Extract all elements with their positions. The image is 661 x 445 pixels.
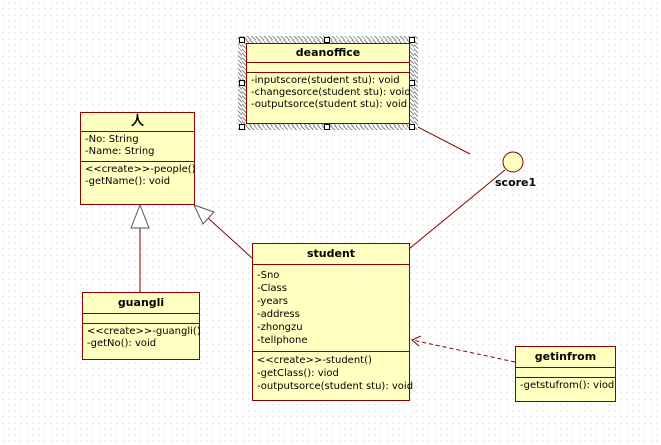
operation: -getNo(): void: [87, 338, 157, 349]
operation: <<create>>-people(): [85, 164, 196, 175]
resize-handle-ne[interactable]: [409, 37, 415, 43]
operations-section: -inputscore(student stu): void -changeso…: [247, 73, 411, 114]
class-guangli[interactable]: guangli <<create>>-guangli() -getNo(): v…: [82, 292, 201, 360]
attributes-section: -Sno -Class -years -address -zhongzu -te…: [253, 265, 409, 352]
resize-handle-nw[interactable]: [239, 37, 245, 43]
operation: -getClass(): viod: [257, 368, 339, 379]
student-generalization-line[interactable]: [207, 217, 253, 259]
attribute: -Class: [257, 283, 287, 294]
operation: -getstufrom(): viod: [520, 380, 615, 391]
attribute: -No: String: [85, 134, 139, 145]
attributes-section: [247, 63, 409, 73]
class-name: getinfrom: [516, 347, 615, 368]
operations-section: <<create>>-student() -getClass(): viod -…: [253, 352, 414, 396]
operation: <<create>>-guangli(): [87, 326, 201, 337]
class-ren[interactable]: 人 -No: String -Name: String <<create>>-p…: [80, 112, 196, 205]
student-generalization-arrow: [193, 204, 215, 225]
getinfrom-dependency-line[interactable]: [411, 339, 516, 363]
getinfrom-dependency-arrowhead: [411, 335, 422, 347]
class-getinfrom[interactable]: getinfrom -getstufrom(): viod: [515, 346, 616, 402]
class-name: 人: [81, 113, 194, 132]
resize-handle-s[interactable]: [324, 124, 330, 130]
attributes-section: [516, 368, 615, 378]
student-score-link[interactable]: [397, 169, 506, 259]
class-name: guangli: [83, 293, 199, 314]
guangli-generalization-arrow: [130, 203, 150, 229]
operations-section: <<create>>-people() -getName(): void: [81, 162, 196, 191]
attribute: -zhongzu: [257, 322, 303, 333]
attribute: -Name: String: [85, 146, 155, 157]
resize-handle-sw[interactable]: [239, 124, 245, 130]
resize-handle-w[interactable]: [239, 80, 245, 86]
operations-section: <<create>>-guangli() -getNo(): void: [83, 324, 201, 353]
operation: -outputsorce(student stu): void: [251, 99, 408, 110]
attribute: -Sno: [257, 270, 280, 281]
operation: -outputsorce(student stu): void: [257, 381, 414, 392]
attribute: -years: [257, 296, 288, 307]
operation: -getName(): void: [85, 176, 171, 187]
class-deanoffice[interactable]: deanoffice -inputscore(student stu): voi…: [246, 43, 411, 124]
operation: -inputscore(student stu): void: [251, 75, 400, 86]
attributes-section: [83, 314, 199, 324]
operation: -changesorce(student stu): void: [251, 87, 411, 98]
operations-section: -getstufrom(): viod: [516, 378, 615, 395]
score1-interface-circle[interactable]: [502, 151, 524, 173]
class-name: student: [253, 244, 409, 265]
attribute: -address: [257, 309, 300, 320]
attribute: -tellphone: [257, 335, 308, 346]
attributes-section: -No: String -Name: String: [81, 132, 194, 162]
resize-handle-n[interactable]: [324, 37, 330, 43]
class-student[interactable]: student -Sno -Class -years -address -zho…: [252, 243, 414, 401]
operation: <<create>>-student(): [257, 355, 372, 366]
score1-label: score1: [495, 176, 537, 189]
class-name: deanoffice: [247, 44, 409, 63]
deanoffice-score-link[interactable]: [411, 123, 471, 155]
resize-handle-se[interactable]: [409, 124, 415, 130]
